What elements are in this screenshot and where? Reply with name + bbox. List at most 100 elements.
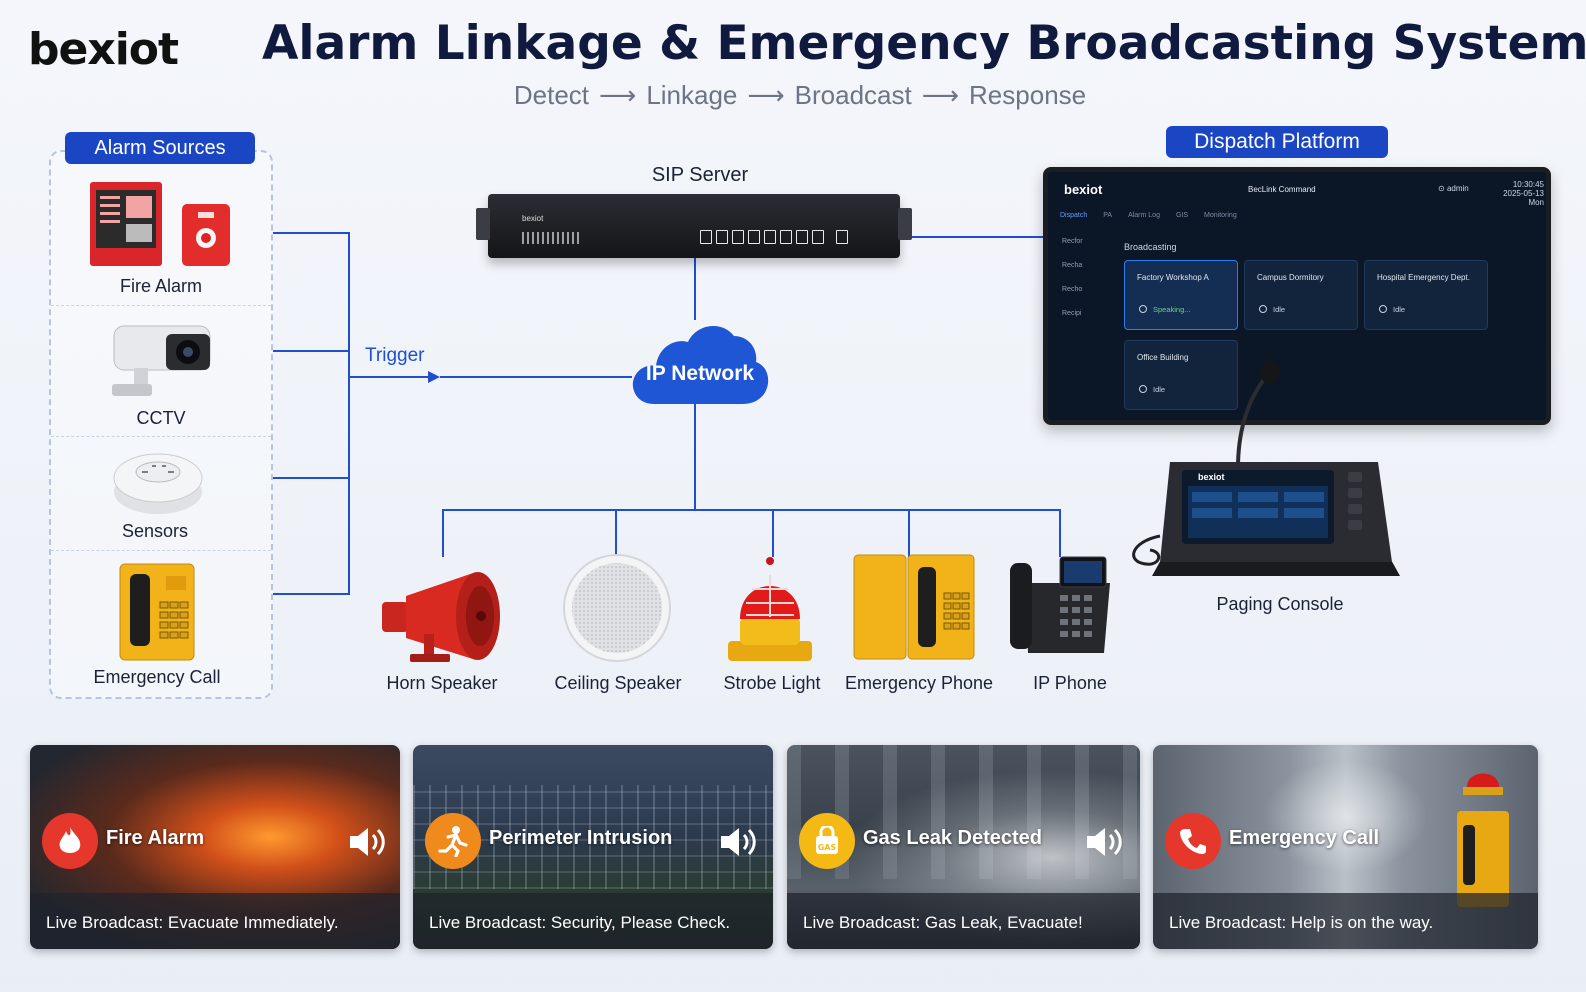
phone-icon (1165, 813, 1221, 869)
ip-network-label: IP Network (645, 362, 755, 385)
tab-monitoring[interactable]: Monitoring (1204, 212, 1237, 219)
connector-line (273, 477, 349, 479)
monitor-app-title: BecLink Command (1248, 185, 1316, 194)
sidebar-item[interactable]: Recfor (1062, 238, 1083, 245)
endpoint-label-emergency-phone: Emergency Phone (844, 673, 994, 693)
speaker-volume-icon (721, 828, 756, 856)
divider (51, 550, 271, 551)
connector-line (1059, 509, 1061, 557)
tab-pa[interactable]: PA (1103, 212, 1113, 219)
connector-line (442, 509, 444, 557)
status-icon (1379, 305, 1387, 313)
endpoint-label-ceiling-speaker: Ceiling Speaker (554, 673, 682, 693)
flow-subtitle: Detect⟶Linkage⟶Broadcast⟶Response (500, 80, 1100, 111)
ip-phone-icon (1010, 556, 1110, 653)
zone-card-office[interactable]: Office Building Idle (1124, 340, 1238, 410)
source-label-fire-alarm: Fire Alarm (119, 276, 202, 296)
monitor-nav: Dispatch PA Alarm Log GIS Monitoring (1060, 212, 1237, 219)
trigger-label: Trigger (365, 345, 425, 366)
speaker-volume-icon (1087, 828, 1122, 856)
connector-line (273, 232, 349, 234)
page-title: Alarm Linkage & Emergency Broadcasting S… (262, 16, 1586, 71)
flow-arrow-icon: ⟶ (747, 80, 785, 110)
scenario-caption: Live Broadcast: Gas Leak, Evacuate! (803, 913, 1083, 932)
dispatch-platform-title: Dispatch Platform (1166, 126, 1388, 158)
connector-line (908, 509, 910, 557)
fire-alarm-panel-icon (90, 182, 230, 266)
scenario-card-emergency-call: Emergency Call Live Broadcast: Help is o… (1153, 745, 1538, 949)
flow-step-response: Response (969, 80, 1087, 110)
status-icon (1259, 305, 1267, 313)
paging-console-icon (1152, 462, 1400, 576)
sidebar-item[interactable]: Recipi (1062, 310, 1082, 317)
svg-text:GAS: GAS (818, 843, 837, 852)
scenario-caption: Live Broadcast: Security, Please Check. (429, 913, 731, 932)
monitor-logo: bexiot (1064, 182, 1103, 197)
console-brand: bexiot (1198, 472, 1225, 482)
connector-line (349, 376, 437, 378)
monitor-user[interactable]: ⊙ admin (1438, 184, 1469, 193)
emergency-phone-icon (853, 554, 975, 660)
connector-line (615, 509, 617, 557)
flow-step-detect: Detect (513, 80, 590, 110)
connector-line (440, 376, 632, 378)
scenario-title: Perimeter Intrusion (489, 827, 673, 849)
endpoint-label-horn: Horn Speaker (386, 673, 498, 693)
horn-speaker-icon (382, 572, 500, 662)
broadcasting-heading: Broadcasting (1124, 242, 1177, 252)
source-label-cctv: CCTV (136, 408, 186, 428)
monitor-sidebar: Recfor Recha Recho Recipi (1062, 238, 1083, 334)
connector-line (442, 509, 1061, 511)
zone-card-factory[interactable]: Factory Workshop A Speaking... (1124, 260, 1238, 330)
scenario-title: Fire Alarm (106, 827, 205, 849)
connector-line (273, 593, 349, 595)
divider (51, 436, 271, 437)
brand-logo: bexiot (28, 24, 179, 75)
flow-arrow-icon: ⟶ (599, 80, 637, 110)
gas-warning-icon: GAS (799, 813, 855, 869)
endpoint-label-ip-phone: IP Phone (1033, 673, 1107, 693)
source-label-emergency-call: Emergency Call (93, 667, 221, 687)
scenario-card-fire: Fire Alarm Live Broadcast: Evacuate Imme… (30, 745, 400, 949)
smoke-sensor-icon (113, 453, 203, 514)
divider (51, 305, 271, 306)
sip-server-icon: bexiot (476, 194, 912, 258)
ip-network-cloud-icon (632, 325, 769, 404)
running-person-icon (425, 813, 481, 869)
sidebar-item[interactable]: Recho (1062, 286, 1083, 293)
emergency-call-box-icon (119, 563, 195, 661)
wall-emergency-phone-icon (1457, 773, 1509, 907)
tab-dispatch[interactable]: Dispatch (1060, 212, 1088, 219)
tab-gis[interactable]: GIS (1175, 212, 1189, 219)
scenario-title: Emergency Call (1229, 827, 1380, 849)
cctv-camera-icon (112, 325, 211, 396)
flow-arrow-icon: ⟶ (921, 80, 960, 110)
strobe-light-icon (728, 557, 812, 661)
tab-alarm-log[interactable]: Alarm Log (1128, 212, 1160, 219)
zone-card-campus[interactable]: Campus Dormitory Idle (1244, 260, 1358, 330)
sidebar-item[interactable]: Recha (1062, 262, 1083, 269)
connector-line (772, 509, 774, 557)
connector-line (348, 232, 350, 595)
connector-line (273, 350, 349, 352)
gooseneck-microphone-icon (1132, 360, 1280, 566)
connector-line (900, 236, 1045, 238)
flow-step-broadcast: Broadcast (794, 80, 912, 110)
flame-icon (42, 813, 98, 869)
zone-card-hospital[interactable]: Hospital Emergency Dept. Idle (1364, 260, 1488, 330)
scenario-title: Gas Leak Detected (863, 827, 1042, 849)
sip-server-label: SIP Server (651, 164, 749, 186)
connector-line (694, 402, 696, 510)
endpoint-label-strobe-light: Strobe Light (723, 673, 821, 693)
scenario-caption: Live Broadcast: Help is on the way. (1169, 913, 1434, 932)
server-brand: bexiot (522, 214, 544, 223)
user-icon: ⊙ (1438, 184, 1447, 193)
arrow-head-icon (428, 371, 440, 383)
speaker-volume-icon (350, 828, 385, 856)
paging-console-label: Paging Console (1216, 594, 1344, 614)
scenario-card-intrusion: Perimeter Intrusion Live Broadcast: Secu… (413, 745, 773, 949)
scenario-caption: Live Broadcast: Evacuate Immediately. (46, 913, 339, 932)
status-icon (1139, 385, 1147, 393)
